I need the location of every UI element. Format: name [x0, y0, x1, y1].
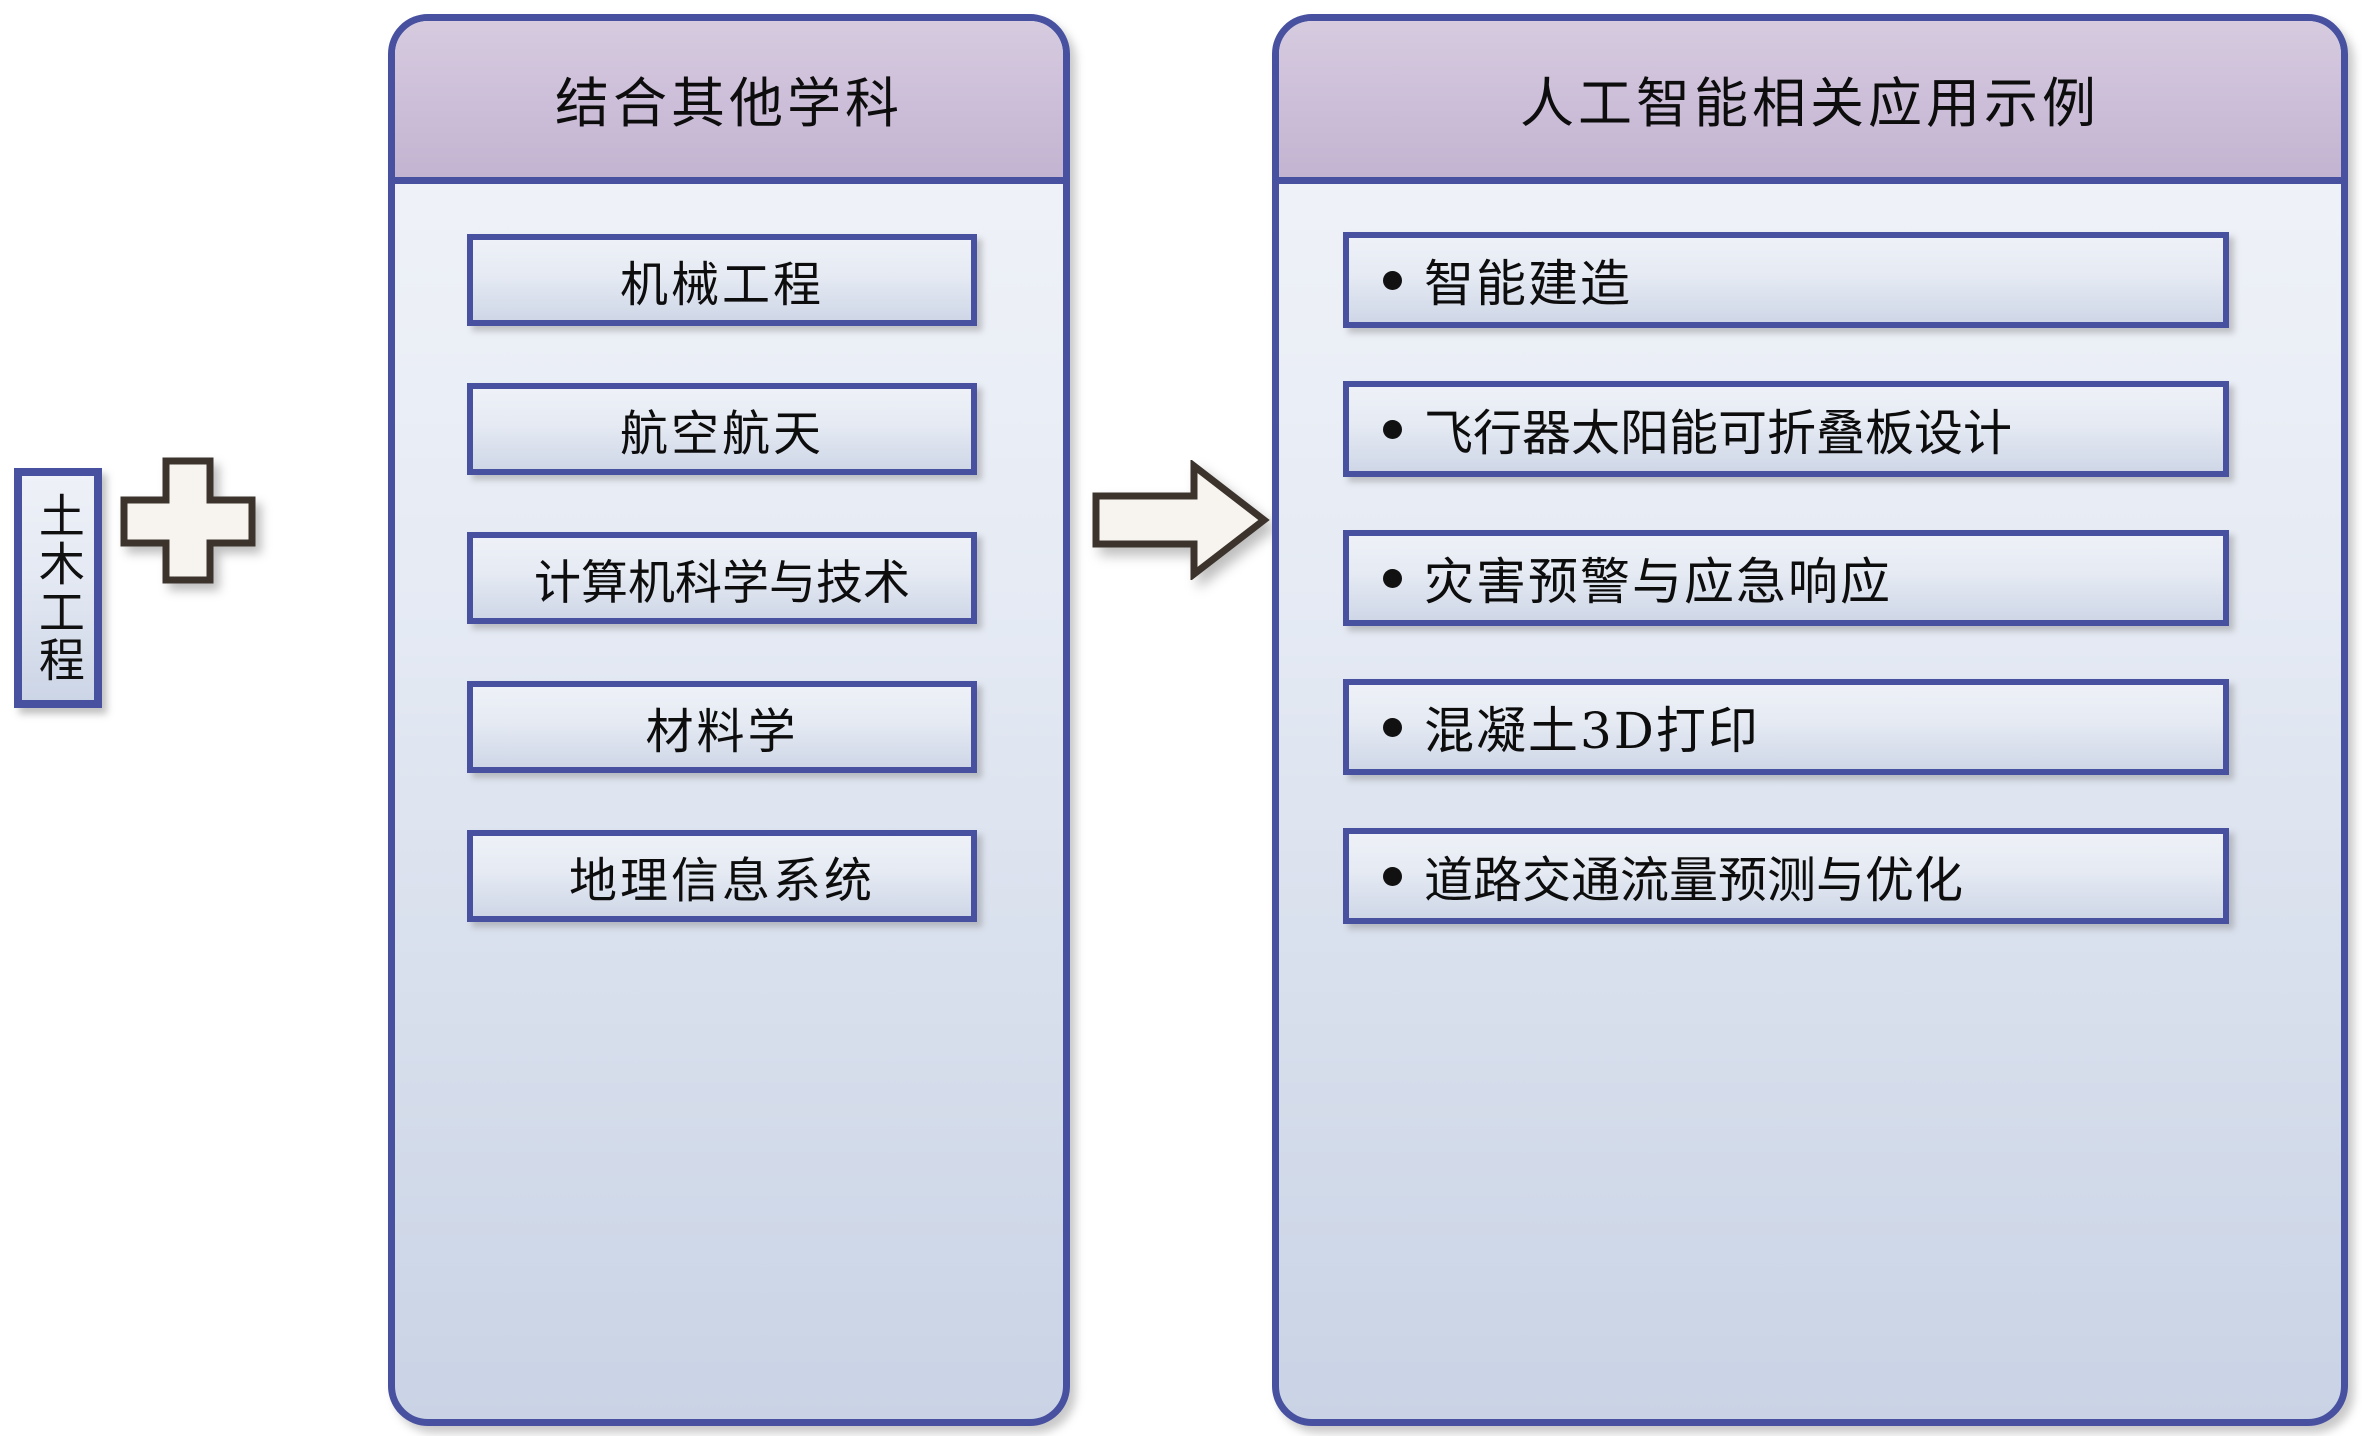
- civil-engineering-label: 土木工程: [31, 492, 86, 684]
- bullet-icon: [1383, 270, 1402, 290]
- application-box-solar-panel-design[interactable]: 飞行器太阳能可折叠板设计: [1343, 381, 2229, 477]
- application-box-intelligent-construction[interactable]: 智能建造: [1343, 232, 2229, 328]
- middle-panel-body: 机械工程 航空航天 计算机科学与技术 材料学 地理信息系统: [395, 184, 1063, 1418]
- application-label: 飞行器太阳能可折叠板设计: [1424, 404, 2013, 462]
- bullet-icon: [1383, 717, 1402, 737]
- subject-label: 材料学: [645, 704, 799, 760]
- ai-applications-panel: 人工智能相关应用示例 智能建造 飞行器太阳能可折叠板设计 灾害预警与应急响应 混…: [1272, 14, 2348, 1426]
- subject-box-gis[interactable]: 地理信息系统: [467, 830, 977, 922]
- subject-box-mechanical[interactable]: 机械工程: [467, 234, 977, 326]
- subject-label: 机械工程: [619, 257, 824, 313]
- application-label: 混凝土3D打印: [1424, 702, 1760, 760]
- middle-panel-title: 结合其他学科: [555, 72, 903, 135]
- plus-sign-icon: [118, 455, 258, 585]
- application-label: 智能建造: [1424, 255, 1632, 313]
- application-box-disaster-warning[interactable]: 灾害预警与应急响应: [1343, 530, 2229, 626]
- application-label: 道路交通流量预测与优化: [1424, 851, 1964, 909]
- bullet-icon: [1383, 568, 1402, 588]
- bullet-icon: [1383, 419, 1402, 439]
- civil-engineering-box: 土木工程: [14, 468, 102, 708]
- application-label: 灾害预警与应急响应: [1424, 553, 1892, 611]
- application-box-concrete-3d-printing[interactable]: 混凝土3D打印: [1343, 679, 2229, 775]
- right-panel-header: 人工智能相关应用示例: [1279, 21, 2341, 184]
- middle-panel-header: 结合其他学科: [395, 21, 1063, 184]
- subject-label: 地理信息系统: [568, 853, 875, 909]
- right-panel-body: 智能建造 飞行器太阳能可折叠板设计 灾害预警与应急响应 混凝土3D打印 道路交通…: [1279, 184, 2341, 1418]
- application-box-traffic-flow-prediction[interactable]: 道路交通流量预测与优化: [1343, 828, 2229, 924]
- related-disciplines-panel: 结合其他学科 机械工程 航空航天 计算机科学与技术 材料学 地理信息系统: [388, 14, 1070, 1426]
- right-panel-title: 人工智能相关应用示例: [1520, 72, 2100, 135]
- subject-box-aerospace[interactable]: 航空航天: [467, 383, 977, 475]
- subject-label: 航空航天: [619, 406, 824, 462]
- subject-box-materials[interactable]: 材料学: [467, 681, 977, 773]
- right-arrow-icon: [1090, 458, 1270, 582]
- subject-box-computer-science[interactable]: 计算机科学与技术: [467, 532, 977, 624]
- bullet-icon: [1383, 866, 1402, 886]
- subject-label: 计算机科学与技术: [534, 555, 910, 611]
